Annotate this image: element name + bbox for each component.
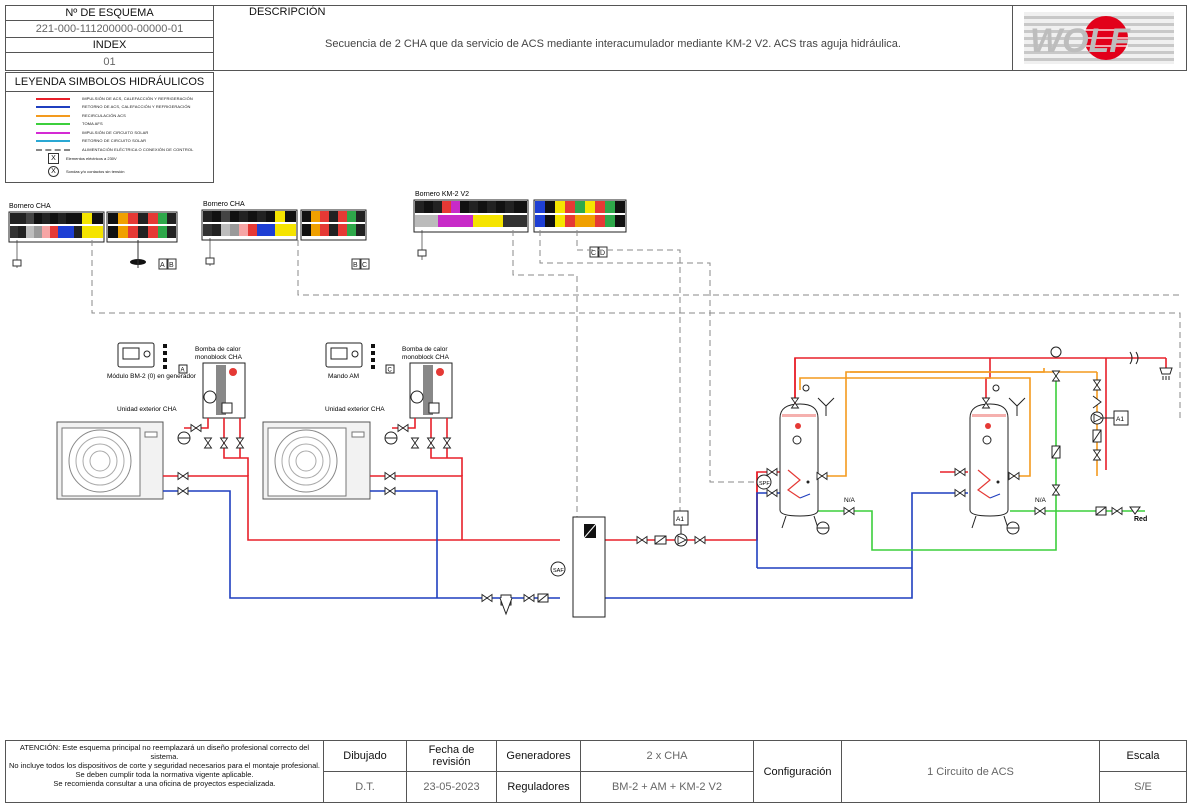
- svg-text:A1: A1: [676, 516, 684, 523]
- description-text: Secuencia de 2 CHA que da servicio de AC…: [325, 38, 901, 50]
- svg-text:N/A: N/A: [1035, 497, 1047, 504]
- regulators-label: Reguladores: [496, 771, 581, 803]
- svg-text:Mando AM: Mando AM: [328, 373, 359, 380]
- svg-text:C: C: [388, 368, 393, 374]
- svg-text:Red: Red: [1134, 516, 1147, 523]
- svg-text:Unidad exterior CHA: Unidad exterior CHA: [117, 406, 177, 413]
- wolf-logo: WOLF: [1024, 12, 1174, 64]
- svg-text:D: D: [600, 250, 605, 257]
- svg-text:B: B: [169, 262, 174, 269]
- outdoor-unit-2: Unidad exterior CHA: [262, 406, 385, 500]
- svg-text:Bornero KM-2 V2: Bornero KM-2 V2: [415, 191, 469, 198]
- monoblock-unit-2: Bomba de calor monoblock CHA: [402, 346, 453, 419]
- dhw-tank-2: [969, 384, 1009, 529]
- svg-text:C: C: [362, 262, 367, 269]
- logo-box: [1012, 5, 1187, 71]
- drawn-label: Dibujado: [323, 740, 407, 772]
- svg-text:C: C: [591, 250, 596, 257]
- date-label: Fecha de revisión: [406, 740, 497, 772]
- legend-item: IMPULSIÓN DE ACS, CALEFACCIÓN Y REFRIGER…: [36, 94, 193, 103]
- svg-text:monoblock CHA: monoblock CHA: [402, 354, 450, 361]
- svg-text:WOLF: WOLF: [1030, 22, 1131, 60]
- legend-symbol-circle: X: [48, 166, 59, 177]
- scale-label: Escala: [1099, 740, 1187, 772]
- legend-item: IMPULSIÓN DE CIRCUITO SOLAR: [36, 128, 148, 137]
- legend-symbol-square: X: [48, 153, 59, 164]
- svg-text:Bomba de calor: Bomba de calor: [195, 346, 241, 353]
- svg-text:Módulo BM-2 (0) en generador: Módulo BM-2 (0) en generador: [107, 373, 197, 380]
- legend-item: RETORNO DE CIRCUITO SOLAR: [36, 136, 146, 145]
- am-controller: C Mando AM: [325, 342, 395, 380]
- config-label: Configuración: [753, 740, 842, 803]
- legend-item: RETORNO DE ACS, CALEFACCIÓN Y REFRIGERAC…: [36, 102, 191, 111]
- svg-text:N/A: N/A: [844, 497, 856, 504]
- bornero-cha-1: Bornero CHA: [8, 203, 178, 243]
- dhw-tank-1: [779, 384, 819, 529]
- bornero-cha-2: Bornero CHA: [201, 201, 367, 241]
- regulators-value: BM-2 + AM + KM-2 V2: [580, 771, 754, 803]
- svg-text:Bornero CHA: Bornero CHA: [9, 203, 51, 210]
- recirculation-pipes: [799, 368, 1098, 477]
- svg-text:A: A: [160, 262, 165, 269]
- svg-text:Bomba de calor: Bomba de calor: [402, 346, 448, 353]
- description-label: DESCRIPCIÓN: [249, 6, 326, 18]
- generators-value: 2 x CHA: [580, 740, 754, 772]
- bornero-km2: Bornero KM-2 V2: [413, 191, 627, 233]
- generators-label: Generadores: [496, 740, 581, 772]
- bm2-module: A Módulo BM-2 (0) en generador: [107, 342, 197, 380]
- sensor-tags: A B B C C D: [12, 230, 608, 270]
- notice-text: ATENCIÓN: Este esquema principal no reem…: [8, 743, 320, 788]
- config-value: 1 Circuito de ACS: [841, 740, 1100, 803]
- svg-text:Bornero CHA: Bornero CHA: [203, 201, 245, 208]
- svg-text:A1: A1: [1116, 416, 1124, 423]
- monoblock-unit-1: Bomba de calor monoblock CHA: [195, 346, 246, 419]
- legend-item: RECIRCULACIÓN ACS: [36, 111, 126, 120]
- svg-text:SAF: SAF: [553, 568, 564, 574]
- svg-text:monoblock CHA: monoblock CHA: [195, 354, 243, 361]
- svg-text:SPF: SPF: [759, 481, 770, 487]
- legend-item: ALIMENTACIÓN ELÉCTRICA O CONEXIÓN DE CON…: [36, 145, 193, 154]
- hydraulic-diagram: Bornero CHA Bornero CHA: [8, 191, 1181, 618]
- return-pipes: [163, 490, 968, 599]
- hydraulic-separator: SAF: [550, 516, 606, 618]
- svg-text:Unidad exterior CHA: Unidad exterior CHA: [325, 406, 385, 413]
- legend-title: LEYENDA SIMBOLOS HIDRÁULICOS: [5, 72, 214, 92]
- date-value: 23-05-2023: [406, 771, 497, 803]
- legend-symbol-square-label: Elementos eléctricos a 230V: [66, 156, 117, 161]
- svg-text:A: A: [181, 368, 185, 374]
- svg-text:B: B: [353, 262, 358, 269]
- scale-value: S/E: [1099, 771, 1187, 803]
- outdoor-unit-1: Unidad exterior CHA: [56, 406, 177, 500]
- control-lines: [91, 230, 1181, 558]
- legend-symbol-circle-label: Sondas y/o contactos sin tensión: [66, 169, 125, 174]
- legend-item: TOMA AFS: [36, 119, 103, 128]
- drawn-value: D.T.: [323, 771, 407, 803]
